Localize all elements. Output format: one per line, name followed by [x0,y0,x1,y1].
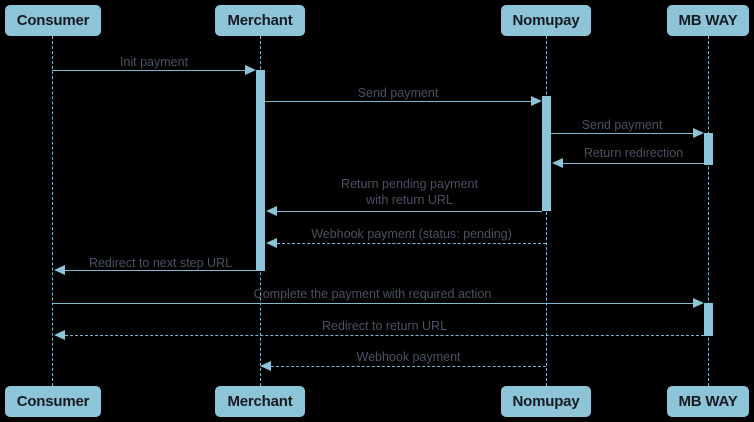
arrow-head-right-icon [531,96,542,106]
message-line-return-pending-payment [277,211,542,212]
message-label-init-payment: Init payment [119,55,189,69]
arrow-head-left-icon [260,361,271,371]
actor-header-nomupay[interactable]: Nomupay [501,5,591,36]
message-label-redirect-next-step: Redirect to next step URL [88,256,233,270]
message-label-send-payment-merchant: Send payment [357,86,439,100]
actor-footer-mbway[interactable]: MB WAY [667,386,749,417]
message-line-send-payment-merchant [265,101,531,102]
message-line-init-payment [52,70,246,71]
activation-nomupay [542,96,551,211]
message-line-redirect-return-url [65,335,704,336]
lifeline-nomupay [546,36,547,386]
message-label-return-pending-payment-line1: Return pending payment [341,177,478,191]
actor-footer-consumer-label: Consumer [16,393,90,410]
arrow-head-right-icon [245,65,256,75]
message-label-send-payment-nomupay: Send payment [581,118,663,132]
message-label-webhook-pending: Webhook payment (status: pending) [311,227,512,241]
arrow-head-left-icon [266,206,277,216]
message-line-webhook-payment [271,366,546,367]
arrow-head-left-icon [54,265,65,275]
arrow-head-left-icon [54,330,65,340]
message-label-return-pending-payment-line2: with return URL [366,193,453,207]
actor-footer-nomupay[interactable]: Nomupay [501,386,591,417]
actor-footer-mbway-label: MB WAY [678,393,738,410]
actor-footer-merchant-label: Merchant [227,393,293,410]
actor-footer-nomupay-label: Nomupay [512,393,580,410]
message-line-return-redirection [563,163,704,164]
actor-footer-consumer[interactable]: Consumer [5,386,101,417]
actor-header-merchant[interactable]: Merchant [215,5,305,36]
arrow-head-left-icon [552,158,563,168]
message-line-complete-payment [52,303,693,304]
actor-header-consumer[interactable]: Consumer [5,5,101,36]
message-line-redirect-next-step [65,270,256,271]
arrow-head-left-icon [266,238,277,248]
message-line-send-payment-nomupay [551,133,693,134]
message-label-redirect-return-url: Redirect to return URL [321,319,448,333]
lifeline-mbway [708,36,709,386]
activation-merchant [256,70,265,271]
actor-header-consumer-label: Consumer [16,12,90,29]
activation-mbway-1 [704,133,713,165]
message-label-return-redirection: Return redirection [583,146,684,160]
arrow-head-right-icon [693,298,704,308]
message-label-return-pending-payment: Return pending payment with return URL [277,176,542,208]
message-label-complete-payment: Complete the payment with required actio… [253,287,492,301]
activation-mbway-2 [704,303,713,336]
actor-header-mbway[interactable]: MB WAY [667,5,749,36]
actor-header-merchant-label: Merchant [227,12,293,29]
message-label-webhook-payment: Webhook payment [356,350,461,364]
actor-footer-merchant[interactable]: Merchant [215,386,305,417]
actor-header-nomupay-label: Nomupay [512,12,580,29]
lifeline-consumer [52,36,53,386]
message-line-webhook-pending [277,243,546,244]
arrow-head-right-icon [693,128,704,138]
actor-header-mbway-label: MB WAY [678,12,738,29]
